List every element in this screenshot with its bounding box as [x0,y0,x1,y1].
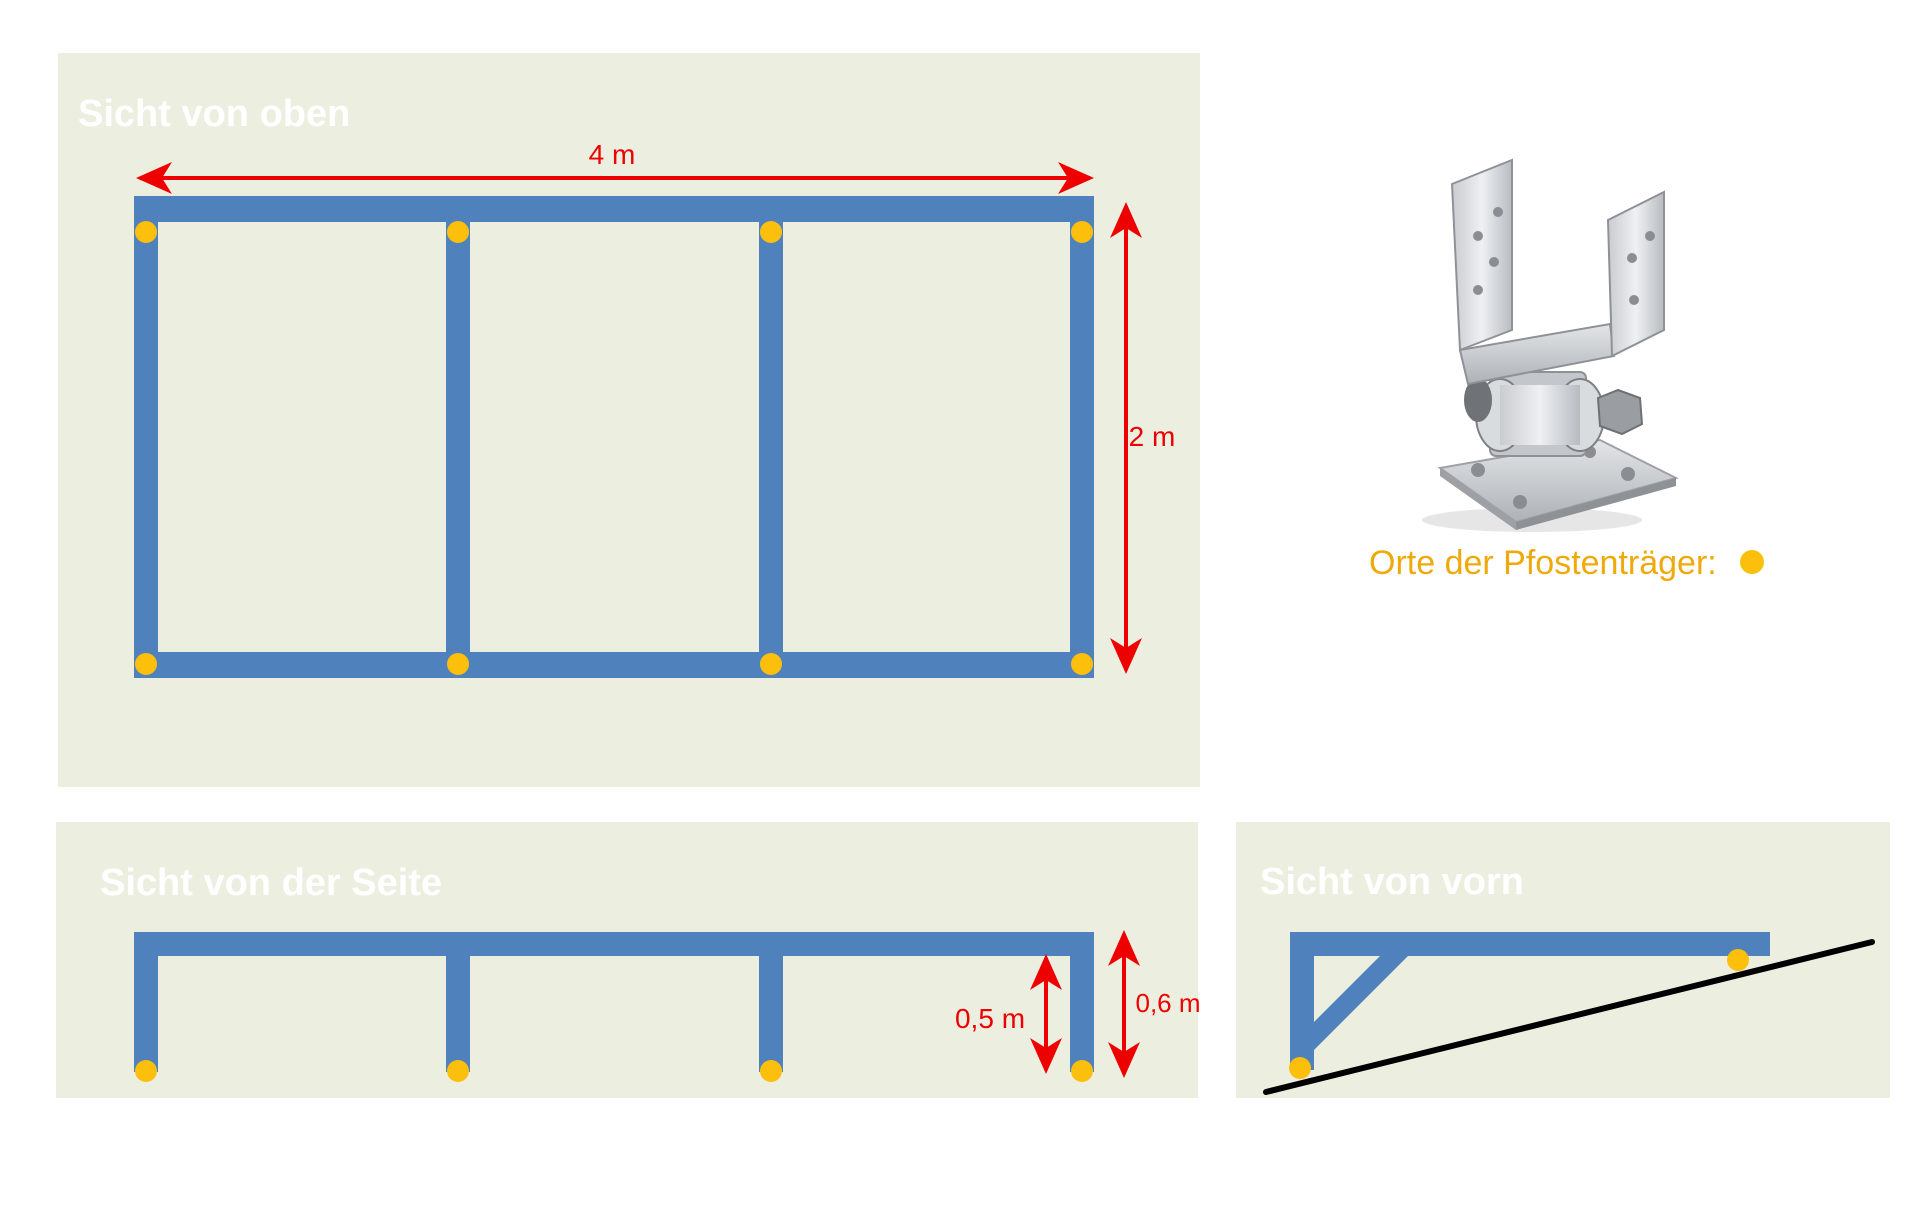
front-view-panel: Sicht von vorn [1236,822,1890,1098]
top-joist-3 [759,196,783,678]
side-post-4 [1070,932,1094,1072]
post-marker [1727,949,1749,971]
top-beam-front [134,196,1094,222]
post-marker [760,1060,782,1082]
post-marker [760,653,782,675]
top-joist-4 [1070,196,1094,678]
top-view-title: Sicht von oben [78,93,350,135]
side-view-panel: Sicht von der Seite 0,5 m 0,6 m [56,822,1201,1098]
post-marker [760,221,782,243]
front-beam [1290,932,1770,956]
top-beam-back [134,652,1094,678]
post-bracket-icon [1422,158,1679,532]
top-joist-1 [134,196,158,678]
side-view-background [56,822,1198,1098]
top-view-panel: Sicht von oben 4 m 2 m [58,53,1200,787]
legend: Orte der Pfostenträger: [1369,544,1764,582]
post-marker [447,1060,469,1082]
width-dimension-label: 4 m [589,139,636,170]
front-view-title: Sicht von vorn [1260,861,1524,903]
outer-height-dimension-label: 0,6 m [1135,988,1200,1018]
post-marker [1071,653,1093,675]
post-marker [1289,1057,1311,1079]
legend-label: Orte der Pfostenträger: [1369,544,1717,582]
post-marker [447,221,469,243]
post-marker [135,653,157,675]
post-marker [135,221,157,243]
post-marker [1071,1060,1093,1082]
side-view-title: Sicht von der Seite [100,862,442,904]
side-post-2 [446,932,470,1072]
inner-height-dimension-label: 0,5 m [955,1003,1025,1034]
legend-post-marker [1740,550,1764,574]
top-joist-2 [446,196,470,678]
depth-dimension-label: 2 m [1129,421,1176,452]
post-marker [1071,221,1093,243]
post-marker [447,653,469,675]
front-brace [1312,950,1414,1052]
side-post-1 [134,932,158,1072]
post-marker [135,1060,157,1082]
front-post [1290,932,1314,1070]
side-beam [134,932,1094,956]
ground-slope-line [1263,939,1875,1095]
side-post-3 [759,932,783,1072]
front-view-background [1236,822,1890,1098]
